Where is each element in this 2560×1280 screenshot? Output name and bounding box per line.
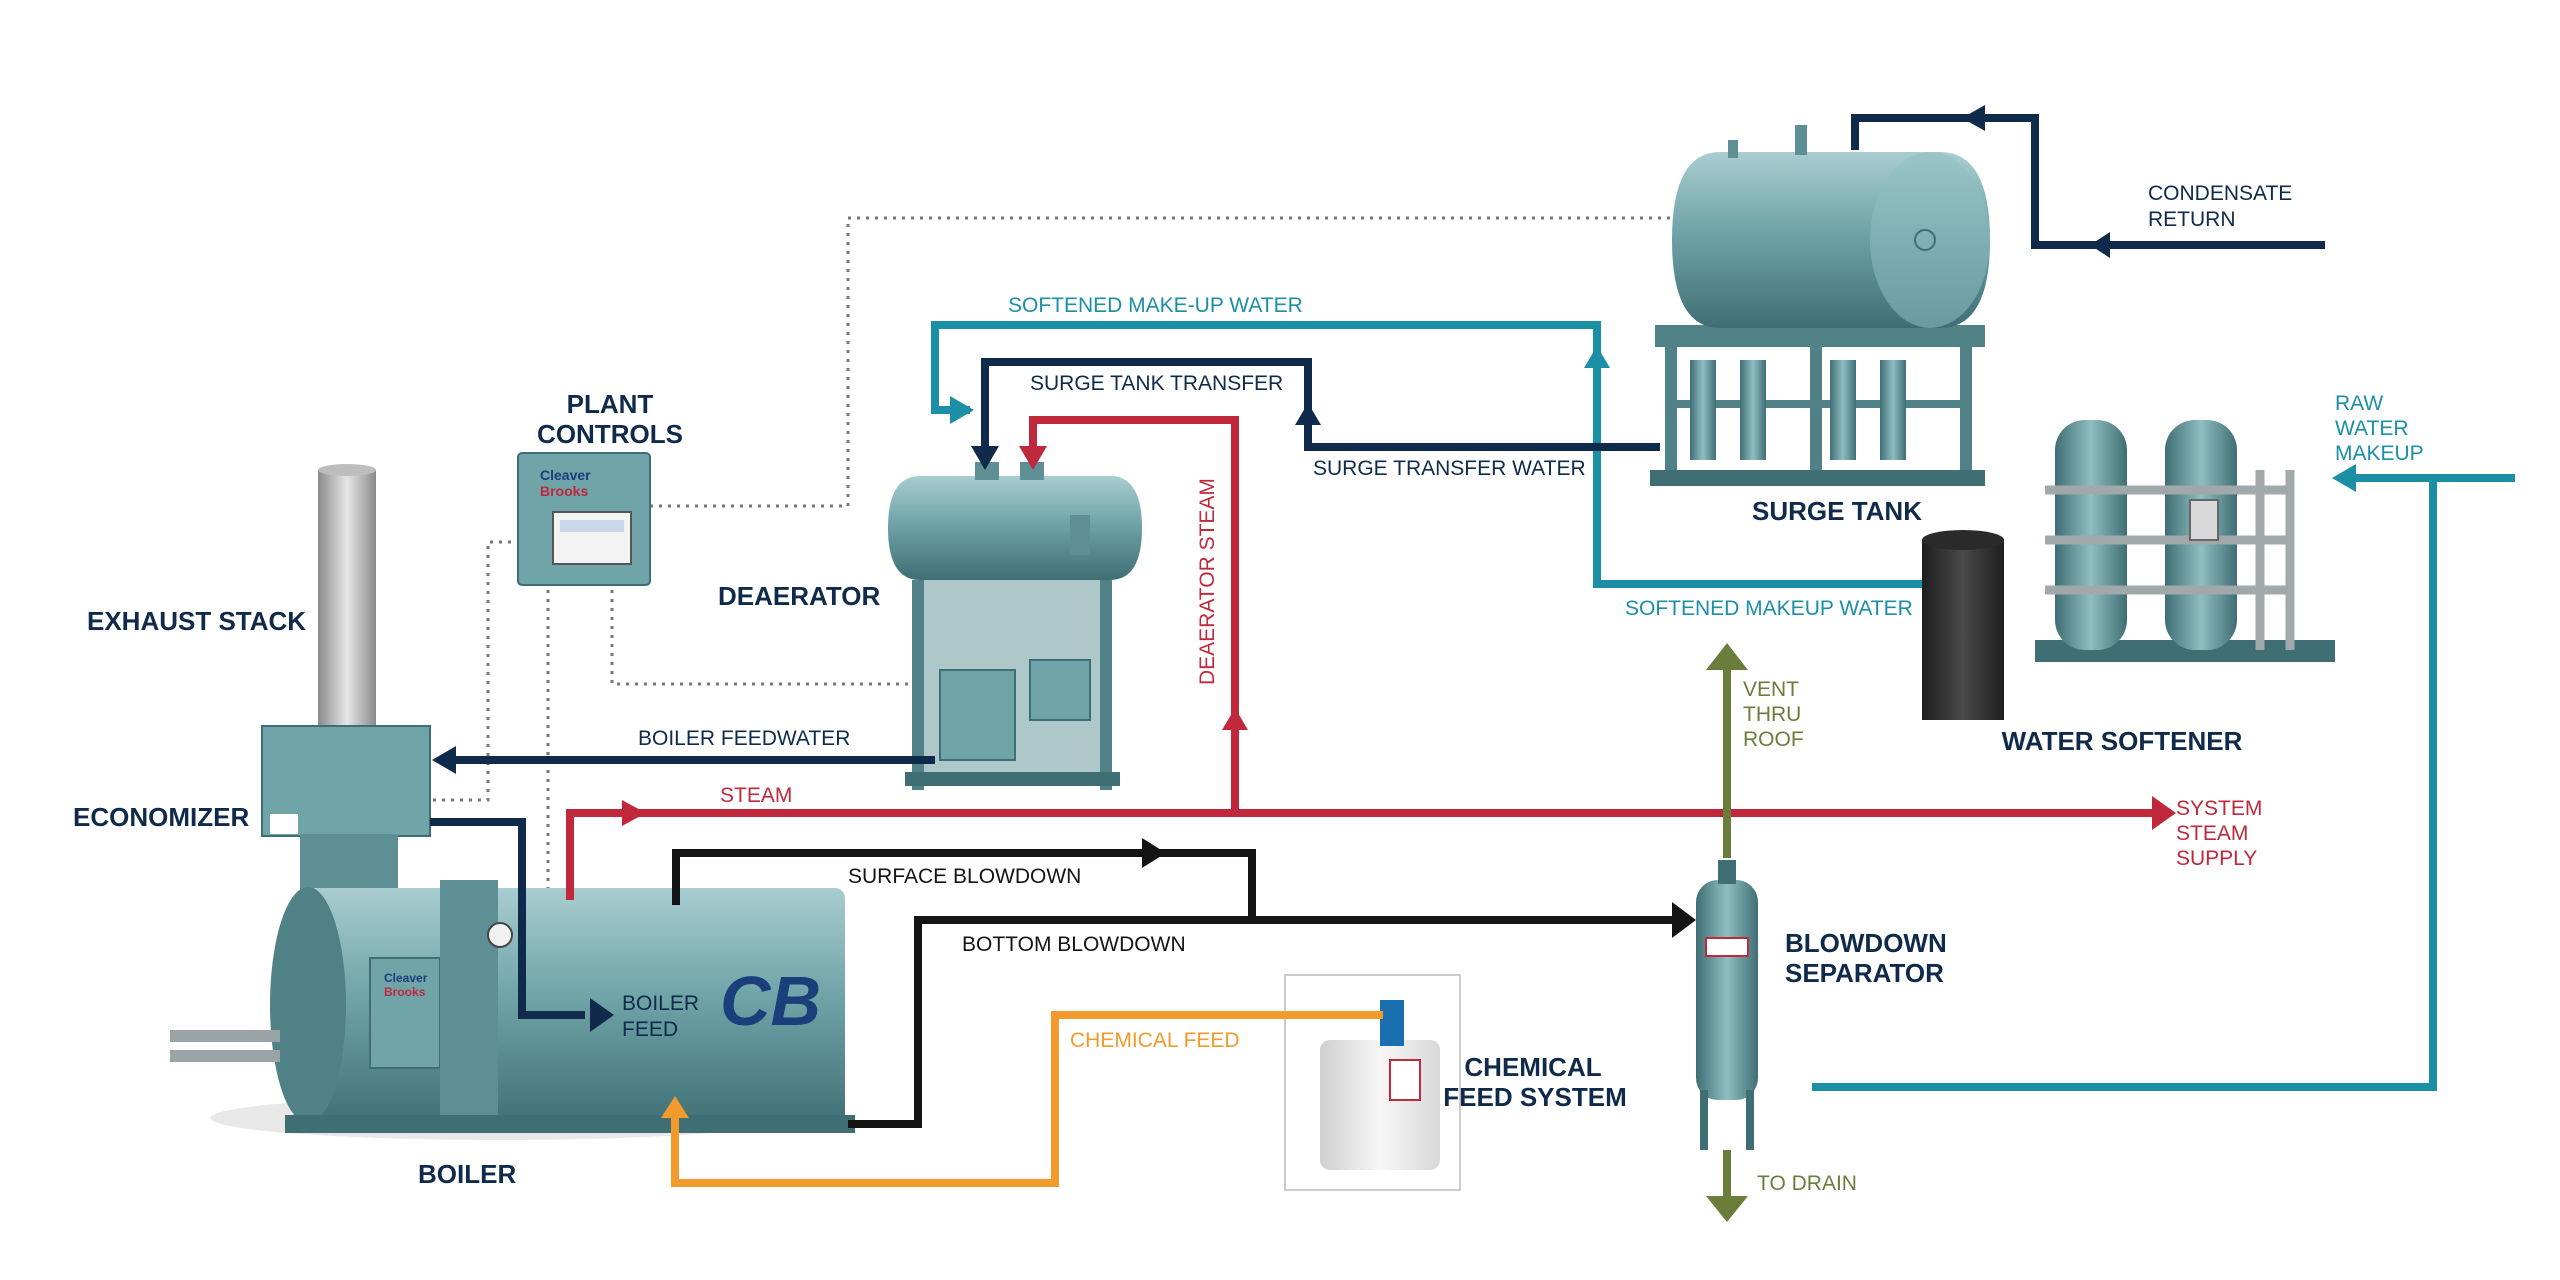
blowdown-lines bbox=[672, 849, 1680, 1128]
label-condensate-return-2: RETURN bbox=[2148, 208, 2236, 231]
label-blowdown-separator-1: BLOWDOWN bbox=[1785, 928, 1947, 958]
label-deaerator: DEAERATOR bbox=[718, 581, 880, 611]
controls-logo-cleaver: Cleaver bbox=[540, 467, 591, 483]
label-condensate-return-1: CONDENSATE bbox=[2148, 182, 2292, 205]
steam-arrow-right bbox=[622, 800, 646, 826]
surge-transfer-arrow-up bbox=[1295, 403, 1321, 425]
label-vent-1: VENT bbox=[1743, 678, 1799, 701]
bottom-blowdown-arrow bbox=[1672, 902, 1696, 938]
label-system-steam-2: STEAM bbox=[2176, 822, 2248, 845]
label-vent-2: THRU bbox=[1743, 703, 1801, 726]
softened-makeup-line bbox=[931, 321, 1922, 588]
label-vent-3: ROOF bbox=[1743, 728, 1804, 751]
boiler-logo-cleaver: Cleaver bbox=[384, 971, 428, 985]
condensate-arrow-2 bbox=[1962, 105, 1985, 131]
label-boiler: BOILER bbox=[418, 1159, 516, 1189]
condensate-arrow-1 bbox=[2090, 232, 2110, 258]
label-raw-water-1: RAW bbox=[2335, 392, 2383, 415]
boiler-graphic: Cleaver Brooks CB bbox=[170, 880, 855, 1140]
label-exhaust-stack: EXHAUST STACK bbox=[87, 606, 306, 636]
label-plant-controls-1: PLANT bbox=[567, 389, 654, 419]
label-surge-transfer-water: SURGE TRANSFER WATER bbox=[1313, 457, 1586, 480]
label-economizer: ECONOMIZER bbox=[73, 802, 249, 832]
label-system-steam-1: SYSTEM bbox=[2176, 797, 2262, 820]
boiler-feedwater-arrow bbox=[432, 746, 456, 774]
label-softened-makeup-bottom: SOFTENED MAKEUP WATER bbox=[1625, 597, 1913, 620]
deaerator-steam-arrow-down bbox=[1019, 446, 1047, 470]
label-softened-makeup-top: SOFTENED MAKE-UP WATER bbox=[1008, 294, 1303, 317]
label-boiler-feed-2: FEED bbox=[622, 1018, 678, 1041]
boiler-logo-brooks: Brooks bbox=[384, 985, 426, 999]
label-water-softener: WATER SOFTENER bbox=[2002, 726, 2243, 756]
boiler-cb-logo: CB bbox=[720, 962, 821, 1040]
steam-line bbox=[566, 416, 2160, 900]
blowdown-separator-graphic bbox=[1696, 860, 1758, 1150]
softened-makeup-arrow-right bbox=[950, 396, 974, 424]
label-blowdown-separator-2: SEPARATOR bbox=[1785, 958, 1944, 988]
surface-blowdown-arrow bbox=[1142, 838, 1166, 868]
label-raw-water-3: MAKEUP bbox=[2335, 442, 2424, 465]
water-softener-graphic bbox=[1922, 420, 2335, 720]
drain-arrow bbox=[1706, 1196, 1748, 1222]
label-chemical-feed-system-2: FEED SYSTEM bbox=[1443, 1082, 1626, 1112]
deaerator-steam-arrow-up bbox=[1222, 708, 1248, 730]
vent-arrow bbox=[1706, 643, 1748, 670]
controls-logo-brooks: Brooks bbox=[540, 483, 588, 499]
softened-makeup-arrow-up bbox=[1584, 346, 1610, 368]
label-steam: STEAM bbox=[720, 784, 792, 807]
surge-transfer-line bbox=[981, 358, 1660, 455]
label-plant-controls-2: CONTROLS bbox=[537, 419, 683, 449]
raw-water-arrow bbox=[2332, 464, 2356, 492]
label-deaerator-steam: DEAERATOR STEAM bbox=[1196, 478, 1219, 685]
label-chemical-feed-system-1: CHEMICAL bbox=[1464, 1052, 1601, 1082]
control-line-deaerator bbox=[610, 590, 920, 686]
chemical-feed-graphic bbox=[1284, 974, 1461, 1191]
plant-controls-panel: Cleaver Brooks bbox=[517, 452, 651, 586]
system-steam-arrow bbox=[2152, 796, 2176, 830]
economizer-graphic bbox=[261, 725, 431, 894]
label-boiler-feed-1: BOILER bbox=[622, 992, 699, 1015]
deaerator-graphic bbox=[888, 462, 1142, 790]
raw-water-line bbox=[1812, 474, 2515, 1091]
label-chemical-feed: CHEMICAL FEED bbox=[1070, 1029, 1240, 1052]
label-bottom-blowdown: BOTTOM BLOWDOWN bbox=[962, 933, 1186, 956]
condensate-return-line bbox=[1851, 114, 2325, 249]
label-surge-tank-transfer: SURGE TANK TRANSFER bbox=[1030, 372, 1283, 395]
boiler-feed-arrow bbox=[590, 998, 614, 1032]
boiler-feedwater-line bbox=[430, 756, 935, 1019]
label-raw-water-2: WATER bbox=[2335, 417, 2409, 440]
chemical-feed-arrow bbox=[661, 1096, 689, 1118]
chemical-feed-line bbox=[671, 1011, 1383, 1187]
label-surface-blowdown: SURFACE BLOWDOWN bbox=[848, 865, 1081, 888]
label-system-steam-3: SUPPLY bbox=[2176, 847, 2257, 870]
control-line-surge-tank bbox=[648, 216, 1670, 508]
surge-tank-graphic bbox=[1650, 125, 1990, 486]
label-boiler-feedwater: BOILER FEEDWATER bbox=[638, 727, 850, 750]
surge-transfer-arrow-down bbox=[971, 446, 999, 470]
exhaust-stack-graphic bbox=[318, 464, 376, 730]
label-to-drain: TO DRAIN bbox=[1757, 1172, 1857, 1195]
label-surge-tank: SURGE TANK bbox=[1752, 496, 1922, 526]
